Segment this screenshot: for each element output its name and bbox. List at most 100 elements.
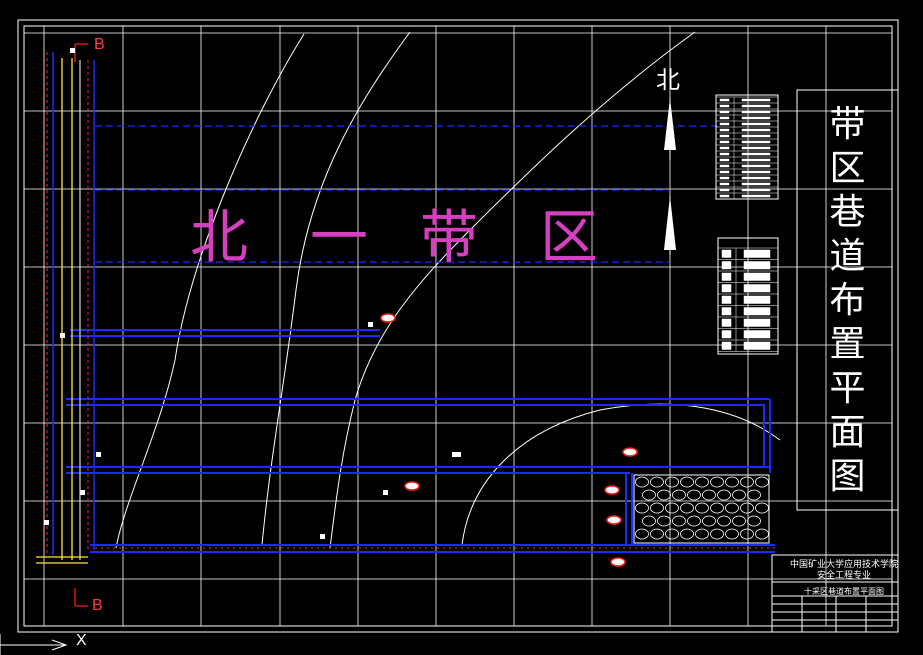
title-char: 图 [829, 456, 866, 497]
annotation-marker [320, 534, 325, 539]
title-char: 带 [829, 104, 866, 145]
rock-shape [680, 502, 694, 514]
annotation-marker [456, 452, 461, 457]
label-balloon [380, 313, 396, 323]
legend-text [743, 249, 771, 258]
rock-shape [695, 528, 709, 540]
legend-symbol [721, 330, 732, 339]
legend-text [741, 188, 771, 192]
legend-symbol [719, 116, 730, 120]
legend-symbol [721, 249, 732, 258]
rock-shape [747, 515, 761, 527]
legend-text [741, 182, 771, 186]
title-block-line1: 中国矿业大学应用技术学院 [789, 560, 898, 570]
annotation-marker [368, 322, 373, 327]
legend-text [741, 128, 771, 132]
planned-roadways [95, 125, 720, 263]
label-balloon [622, 447, 638, 457]
legend-symbol [719, 110, 730, 114]
label-balloon [604, 485, 620, 495]
rock-shape [680, 528, 694, 540]
legend-symbol [719, 170, 730, 174]
zone-char: 区 [540, 203, 599, 271]
contour-line [261, 31, 411, 546]
rock-shape [710, 502, 724, 514]
rock-shape [657, 489, 671, 501]
rock-shape [755, 476, 769, 488]
title-char: 平 [829, 368, 866, 409]
north-arrow-icon [664, 98, 676, 255]
legend-text [743, 341, 771, 350]
rock-shape [635, 476, 649, 488]
annotation-markers [44, 48, 638, 567]
rock-shape [635, 502, 649, 514]
legend-symbol [719, 188, 730, 192]
rock-shape [672, 489, 686, 501]
rock-shape [747, 489, 761, 501]
rock-shape [642, 515, 656, 527]
legend-text [743, 318, 771, 327]
legend-symbol [719, 182, 730, 186]
legend-text [741, 152, 771, 156]
contour-line [461, 403, 781, 546]
rock-shape [710, 528, 724, 540]
title-block-institution: 中国矿业大学应用技术学院 安全工程专业 [784, 560, 904, 582]
legend-symbol [719, 140, 730, 144]
title-char: 置 [829, 324, 866, 365]
annotation-marker [96, 452, 101, 457]
legend-symbol [719, 128, 730, 132]
legend-text [741, 164, 771, 168]
main-shafts [36, 52, 95, 564]
x-axis-label: X [76, 632, 87, 649]
rock-shape [687, 515, 701, 527]
label-balloon [606, 515, 622, 525]
rock-shape [702, 515, 716, 527]
title-panel [796, 89, 899, 511]
title-char: 区 [829, 148, 866, 189]
rock-shape [702, 489, 716, 501]
rock-shape [740, 502, 754, 514]
annotation-marker [383, 490, 388, 495]
title-char: 巷 [829, 192, 866, 233]
rock-shape [732, 515, 746, 527]
legend-symbol [721, 318, 732, 327]
legend-text [741, 176, 771, 180]
legend-table-top [715, 94, 779, 200]
title-char: 面 [829, 412, 866, 453]
rock-shape [725, 528, 739, 540]
legend-symbol [719, 164, 730, 168]
legend-text [741, 194, 771, 198]
legend-text [743, 295, 771, 304]
legend-symbol [719, 134, 730, 138]
annotation-marker [452, 452, 457, 457]
annotation-marker [70, 48, 75, 53]
label-balloon [404, 481, 420, 491]
legend-table-bottom [717, 237, 779, 355]
legend-text [741, 146, 771, 150]
legend-symbol [721, 295, 732, 304]
annotation-marker [60, 333, 65, 338]
legend-text [741, 104, 771, 108]
contour-line [329, 31, 696, 549]
legend-text [743, 272, 771, 281]
zone-char: 带 [420, 203, 479, 271]
x-axis-arrow-icon [0, 634, 68, 655]
rock-shape [717, 515, 731, 527]
legend-text [741, 110, 771, 114]
legend-symbol [719, 176, 730, 180]
annotation-marker [44, 520, 49, 525]
legend-text [741, 122, 771, 126]
rock-shape [642, 489, 656, 501]
legend-text [743, 330, 771, 339]
rock-shape [665, 476, 679, 488]
legend-text [743, 307, 771, 316]
goaf-rock-pattern [635, 476, 769, 540]
legend-text [743, 284, 771, 293]
rock-shape [665, 502, 679, 514]
rock-shape [687, 489, 701, 501]
legend-text [741, 134, 771, 138]
title-block-line2: 安全工程专业 [816, 571, 871, 581]
legend-text [741, 116, 771, 120]
rock-shape [740, 528, 754, 540]
legend-symbol [719, 98, 730, 102]
